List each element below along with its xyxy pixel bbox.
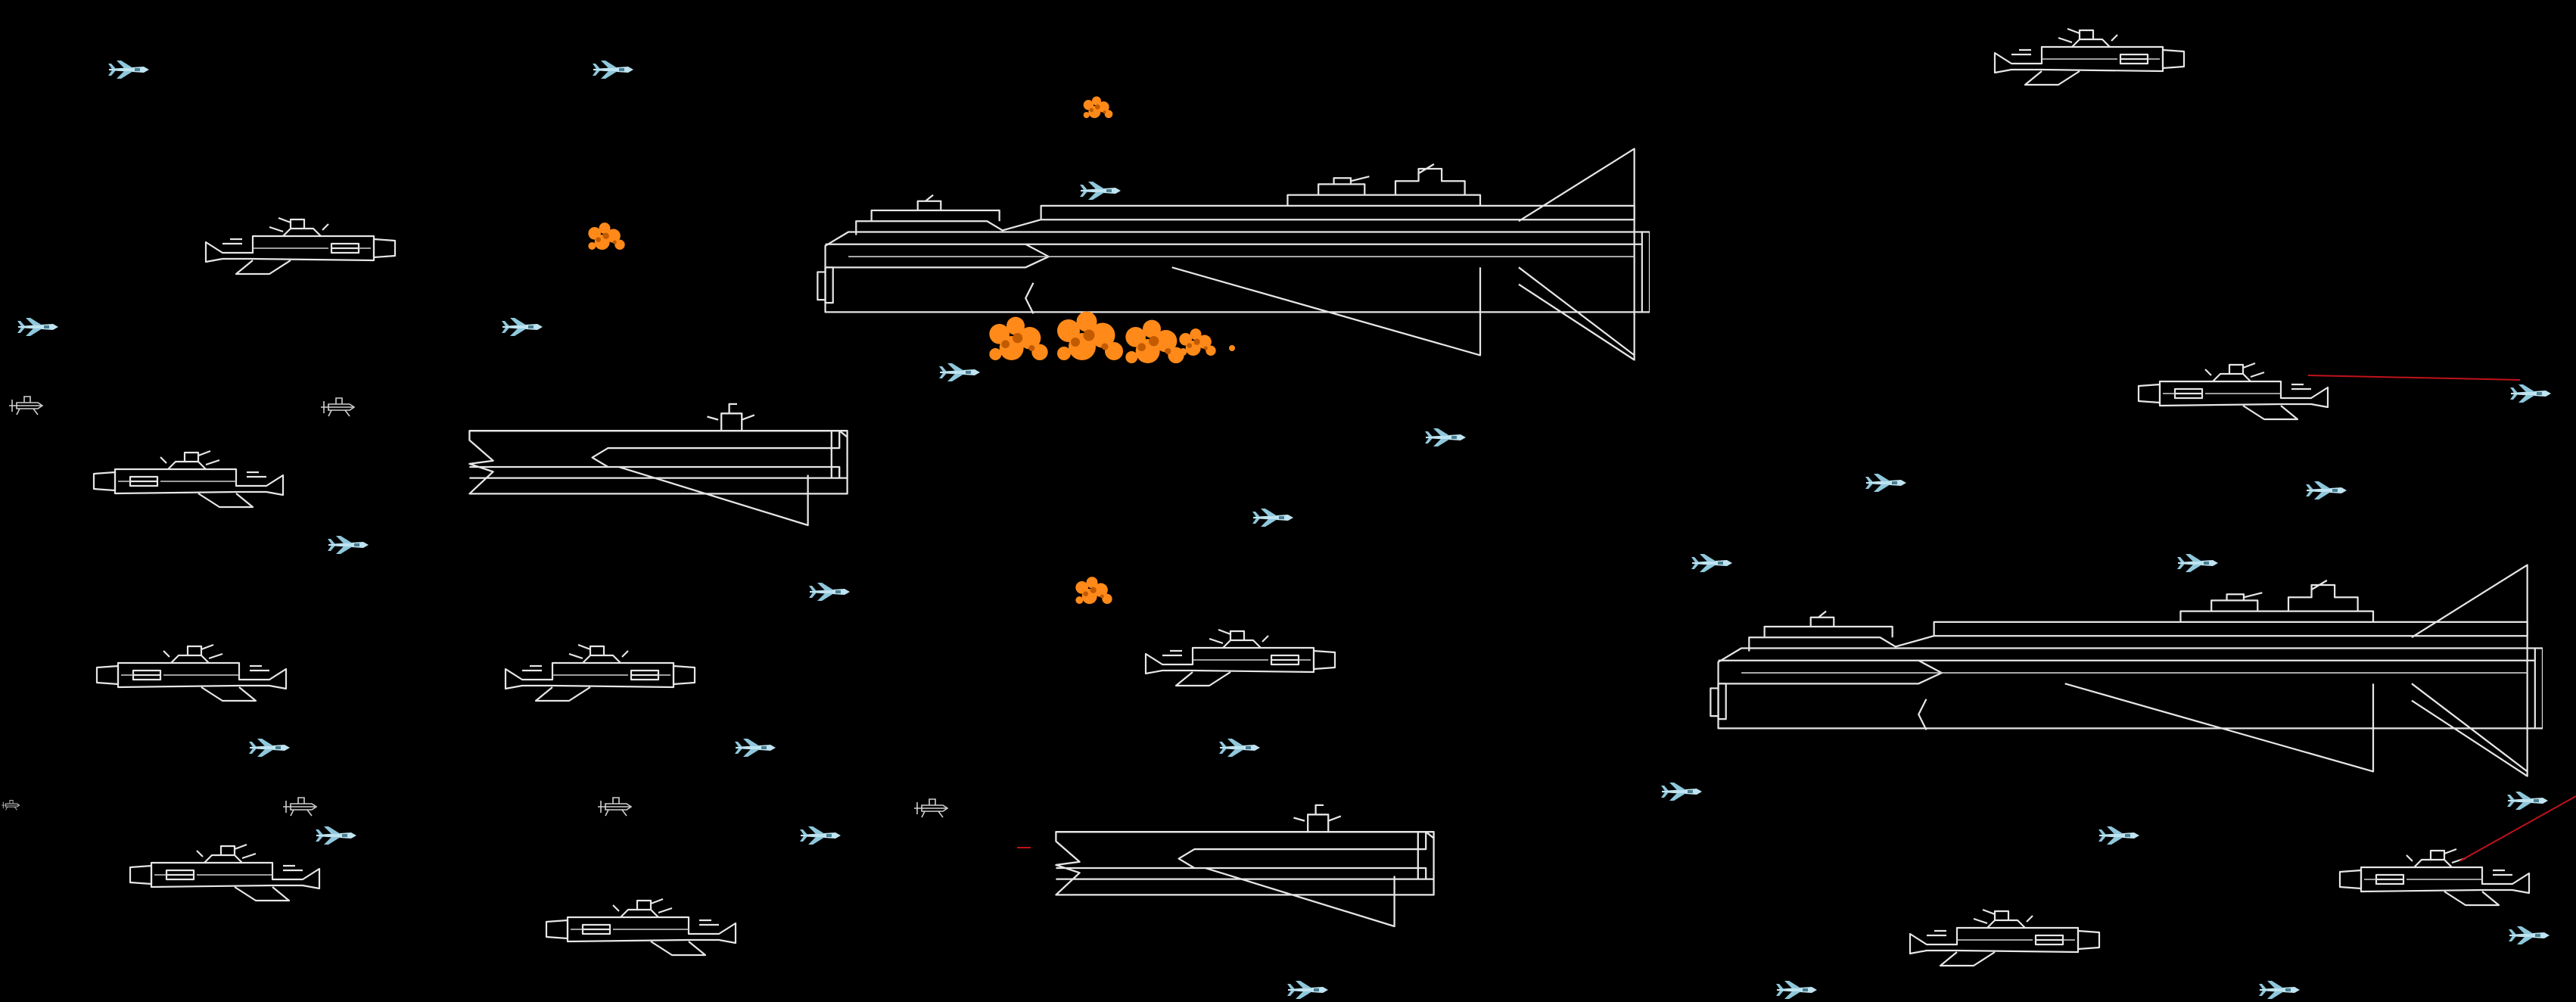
destroyer[interactable] [506, 645, 695, 701]
laser-beam [2307, 375, 2521, 381]
fighter[interactable] [1691, 554, 1732, 572]
destroyer[interactable] [92, 450, 285, 509]
destroyer[interactable] [129, 843, 321, 902]
fighter[interactable] [2177, 554, 2218, 572]
explosion [989, 311, 1235, 363]
laser-beam [2459, 795, 2576, 862]
fighter[interactable] [108, 61, 149, 79]
fighter[interactable] [1776, 981, 1817, 999]
fighter[interactable] [809, 583, 850, 601]
destroyer[interactable] [1910, 910, 2099, 966]
destroyer[interactable] [95, 643, 288, 702]
fighter[interactable] [17, 318, 58, 336]
destroyer[interactable] [2137, 362, 2329, 421]
fighter[interactable] [1080, 182, 1121, 200]
drone[interactable] [320, 397, 355, 417]
destroyer[interactable] [1146, 630, 1335, 686]
fighter[interactable] [1219, 739, 1260, 757]
fighter[interactable] [2507, 792, 2548, 810]
drone[interactable] [282, 797, 317, 817]
fighter[interactable] [1661, 783, 1702, 801]
drone[interactable] [8, 396, 43, 415]
battleship[interactable] [817, 148, 1657, 361]
explosion [1083, 96, 1113, 118]
fighter-group [17, 11, 2551, 999]
fighter[interactable] [939, 363, 980, 381]
cruiser[interactable] [1055, 804, 1435, 928]
battleship[interactable] [1710, 564, 2550, 777]
fighter[interactable] [2103, 11, 2144, 29]
fighter[interactable] [2259, 981, 2300, 999]
fighter[interactable] [2306, 481, 2347, 499]
fighter[interactable] [2509, 926, 2550, 944]
explosion [588, 222, 625, 250]
fighter[interactable] [1865, 474, 1906, 492]
explosion [1075, 577, 1112, 604]
drone[interactable] [597, 797, 632, 817]
destroyer[interactable] [545, 898, 737, 957]
fighter[interactable] [328, 536, 369, 554]
fighter[interactable] [735, 739, 776, 757]
destroyer[interactable] [206, 218, 395, 274]
fighter[interactable] [1252, 509, 1293, 527]
fighter[interactable] [1287, 981, 1328, 999]
fighter[interactable] [1425, 428, 1466, 447]
fighter[interactable] [316, 826, 356, 845]
fighter[interactable] [2098, 826, 2139, 845]
destroyer[interactable] [1995, 29, 2184, 85]
fighter[interactable] [593, 61, 633, 79]
fighter[interactable] [502, 318, 543, 336]
drone[interactable] [913, 798, 948, 818]
fighter[interactable] [2510, 384, 2551, 403]
cruiser[interactable] [468, 403, 848, 527]
fighter[interactable] [800, 826, 841, 845]
drone[interactable] [1, 799, 20, 811]
fighter[interactable] [249, 739, 290, 757]
destroyer[interactable] [2338, 848, 2531, 907]
